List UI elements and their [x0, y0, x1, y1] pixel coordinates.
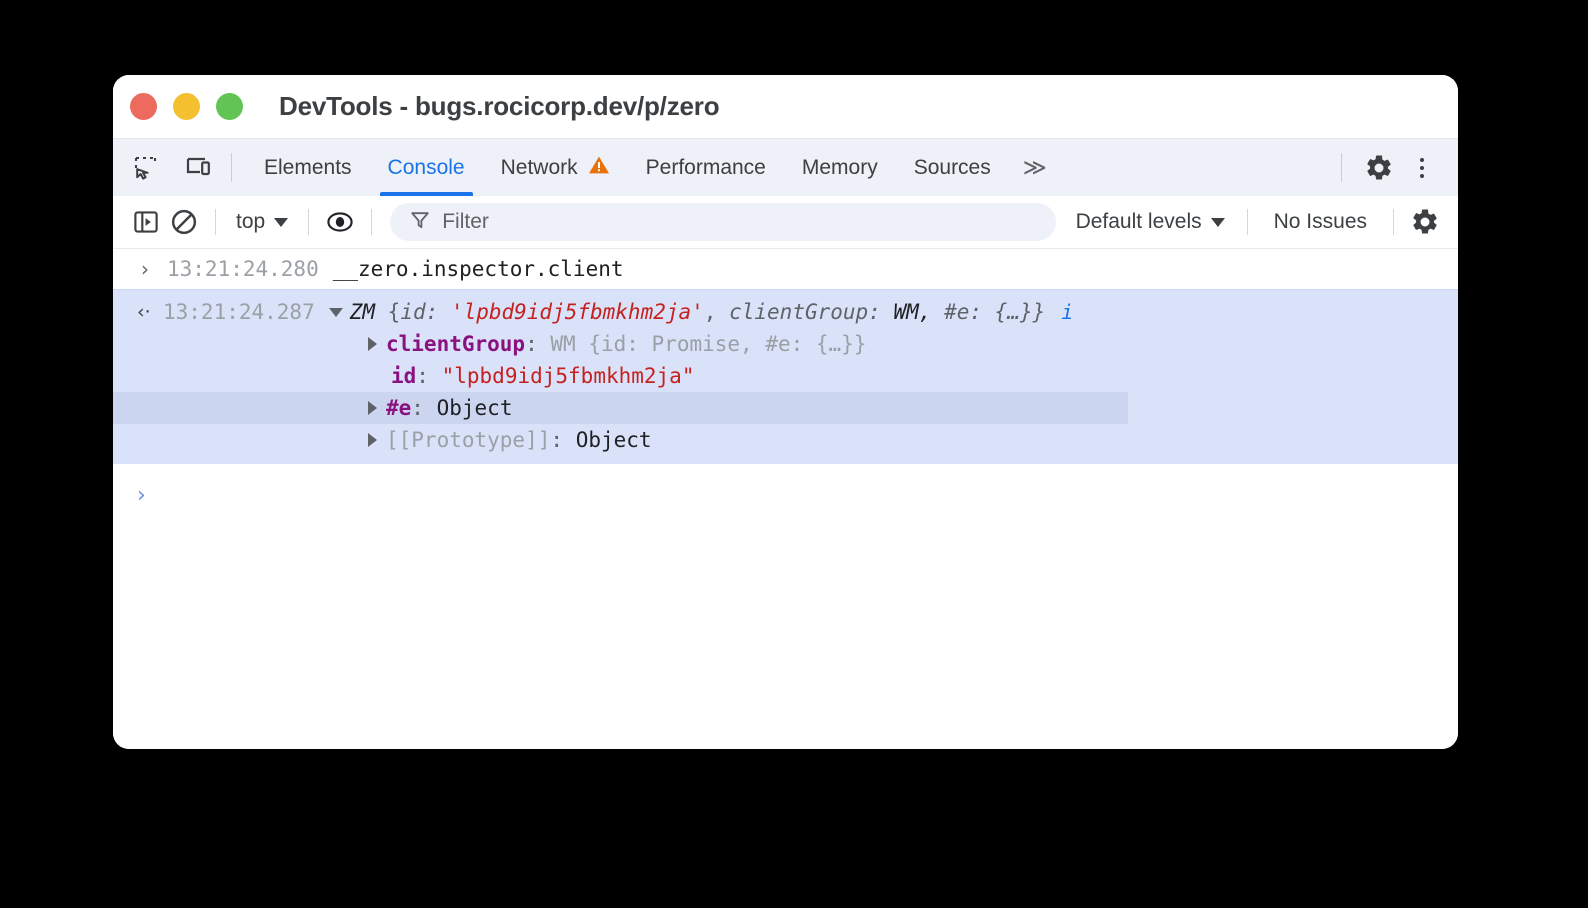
property-row-clientgroup[interactable]: clientGroup : WM {id: Promise, #e: {…}}	[113, 328, 1458, 360]
tab-elements-label: Elements	[264, 155, 352, 179]
expand-triangle-icon[interactable]	[368, 401, 377, 415]
console-toolbar-divider-3	[371, 209, 373, 235]
property-separator: :	[411, 396, 424, 420]
chevron-down-icon	[274, 217, 289, 227]
console-prompt[interactable]: ›	[113, 474, 1458, 516]
devtools-window: DevTools - bugs.rocicorp.dev/p/zero	[113, 75, 1458, 749]
preview-key-e: #e:	[944, 300, 983, 324]
input-chevron-icon: ›	[141, 257, 149, 281]
property-separator: :	[416, 364, 429, 388]
property-name: clientGroup	[386, 332, 526, 356]
tabbar-right-actions	[1327, 139, 1458, 196]
issues-counter[interactable]: No Issues	[1273, 210, 1367, 233]
result-chevron-icon: ‹·	[137, 301, 151, 323]
tab-network-label: Network	[500, 155, 578, 179]
input-expression: __zero.inspector.client	[332, 257, 624, 281]
inspect-element-icon[interactable]	[127, 149, 165, 187]
tab-sources-label: Sources	[913, 155, 991, 179]
minimize-window-button[interactable]	[173, 93, 200, 120]
tabbar-tool-icons	[113, 139, 217, 196]
property-value: "lpbd9idj5fbmkhm2ja"	[441, 364, 695, 388]
console-toolbar: top Filter Default levels	[113, 196, 1458, 249]
filter-icon	[410, 210, 430, 235]
property-row-id[interactable]: id : "lpbd9idj5fbmkhm2ja"	[113, 360, 1458, 392]
tab-sources[interactable]: Sources	[896, 139, 1009, 196]
tab-performance[interactable]: Performance	[628, 139, 784, 196]
preview-key-clientgroup: clientGroup:	[729, 300, 881, 324]
tab-performance-label: Performance	[645, 155, 766, 179]
tab-memory-label: Memory	[801, 155, 878, 179]
filter-input-wrapper[interactable]: Filter	[390, 203, 1056, 241]
property-name: id	[391, 364, 417, 388]
warning-triangle-icon	[588, 155, 610, 181]
log-levels-label: Default levels	[1075, 210, 1202, 233]
console-input-message[interactable]: › 13:21:24.280 __zero.inspector.client	[113, 249, 1458, 290]
preview-value-id: 'lpbd9idj5fbmkhm2ja'	[450, 300, 704, 324]
property-value: WM {id: Promise, #e: {…}}	[550, 332, 867, 356]
preview-value-clientgroup: WM,	[893, 300, 932, 324]
property-row-prototype[interactable]: [[Prototype]] : Object	[113, 424, 1458, 456]
tabbar-right-divider	[1341, 153, 1342, 182]
tab-elements[interactable]: Elements	[246, 139, 370, 196]
more-options-icon[interactable]	[1402, 148, 1442, 188]
maximize-window-button[interactable]	[216, 93, 243, 120]
prompt-chevron-icon: ›	[137, 482, 146, 508]
tab-memory[interactable]: Memory	[784, 139, 896, 196]
panel-tabs: Elements Console Network	[246, 139, 1058, 196]
preview-open-brace: {	[387, 300, 401, 324]
chevron-down-icon	[1210, 217, 1225, 227]
tabbar-divider	[231, 153, 232, 182]
console-toolbar-divider-2	[308, 209, 310, 235]
result-class-name: ZM	[349, 300, 376, 324]
close-window-button[interactable]	[130, 93, 157, 120]
result-timestamp: 13:21:24.287	[163, 300, 315, 324]
preview-sep-1: ,	[703, 300, 717, 324]
filter-input[interactable]: Filter	[442, 210, 489, 233]
info-badge-icon[interactable]: i	[1061, 300, 1074, 324]
property-row-e[interactable]: #e : Object	[113, 392, 1128, 424]
property-separator: :	[550, 428, 564, 452]
preview-value-e: {…}}	[994, 300, 1046, 324]
console-settings-icon[interactable]	[1406, 203, 1444, 241]
gear-icon[interactable]	[1360, 149, 1398, 187]
devtools-tabbar: Elements Console Network	[113, 138, 1458, 196]
execution-context-label: top	[236, 210, 266, 233]
window-title: DevTools - bugs.rocicorp.dev/p/zero	[279, 91, 720, 121]
console-result-message[interactable]: ‹· 13:21:24.287 ZM { id: 'lpbd9idj5fbmkh…	[113, 290, 1458, 464]
live-expression-icon[interactable]	[321, 203, 359, 241]
log-levels-selector[interactable]: Default levels	[1066, 210, 1235, 234]
window-titlebar: DevTools - bugs.rocicorp.dev/p/zero	[113, 75, 1458, 138]
property-separator: :	[525, 332, 538, 356]
result-preview-line[interactable]: ‹· 13:21:24.287 ZM { id: 'lpbd9idj5fbmkh…	[113, 296, 1458, 328]
expand-triangle-icon[interactable]	[328, 307, 343, 317]
traffic-lights	[113, 93, 243, 120]
console-output[interactable]: › 13:21:24.280 __zero.inspector.client ‹…	[113, 249, 1458, 749]
expand-triangle-icon[interactable]	[368, 433, 377, 447]
execution-context-selector[interactable]: top	[228, 210, 296, 234]
expand-triangle-icon[interactable]	[368, 337, 377, 351]
property-value: Object	[575, 428, 652, 452]
tab-console[interactable]: Console	[370, 139, 483, 196]
property-name: [[Prototype]]	[386, 428, 551, 452]
input-timestamp: 13:21:24.280	[167, 257, 319, 281]
console-toolbar-divider-4	[1246, 209, 1248, 235]
more-tabs-button[interactable]: ≫	[1022, 154, 1047, 180]
console-sidebar-icon[interactable]	[127, 203, 165, 241]
device-toolbar-icon[interactable]	[179, 149, 217, 187]
console-toolbar-divider-5	[1393, 209, 1394, 235]
console-toolbar-divider-1	[215, 209, 216, 235]
preview-key-id: id:	[400, 300, 439, 324]
property-value: Object	[436, 396, 513, 420]
property-name: #e	[386, 396, 412, 420]
tab-console-label: Console	[387, 155, 465, 179]
clear-console-icon[interactable]	[165, 203, 203, 241]
tab-network[interactable]: Network	[483, 139, 628, 196]
